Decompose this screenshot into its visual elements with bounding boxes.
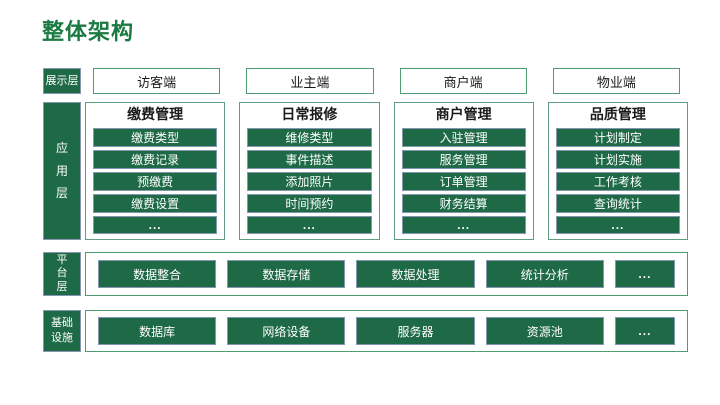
application-layer-row: 应用层 缴费管理 缴费类型 缴费记录 预缴费 缴费设置 ... 日常报修 维修类… (43, 102, 689, 240)
module-column-repair: 日常报修 维修类型 事件描述 添加照片 时间预约 ... (239, 102, 380, 240)
platform-item: 统计分析 (485, 260, 604, 288)
module-column-header: 品质管理 (589, 106, 646, 122)
module-column-header: 日常报修 (281, 106, 338, 122)
module-item: 工作考核 (555, 172, 681, 191)
client-box-merchant: 商户端 (399, 68, 527, 94)
application-layer-content: 缴费管理 缴费类型 缴费记录 预缴费 缴费设置 ... 日常报修 维修类型 事件… (85, 102, 689, 240)
display-layer-content: 访客端 业主端 商户端 物业端 (85, 68, 688, 94)
application-layer-badge: 应用层 (43, 102, 82, 240)
module-item: 查询统计 (555, 194, 681, 213)
module-item: 缴费类型 (93, 128, 218, 147)
infrastructure-item-more: ... (614, 317, 675, 345)
module-item: 添加照片 (247, 172, 372, 191)
module-item-more: ... (555, 216, 681, 234)
module-item: 缴费记录 (93, 150, 218, 169)
platform-layer-row: 平台层 数据整合 数据存储 数据处理 统计分析 ... (43, 252, 688, 296)
module-column-merchant: 商户管理 入驻管理 服务管理 订单管理 财务结算 ... (393, 102, 534, 240)
module-item: 计划制定 (555, 128, 681, 147)
module-item: 缴费设置 (93, 194, 218, 213)
module-item: 时间预约 (247, 194, 372, 213)
module-column-payment: 缴费管理 缴费类型 缴费记录 预缴费 缴费设置 ... (85, 102, 226, 240)
infrastructure-item: 数据库 (98, 317, 217, 345)
infrastructure-layer-content: 数据库 网络设备 服务器 资源池 ... (85, 310, 688, 352)
module-item-more: ... (401, 216, 526, 234)
display-layer-row: 展示层 访客端 业主端 商户端 物业端 (43, 68, 688, 94)
client-box-property: 物业端 (552, 68, 680, 94)
infrastructure-item: 资源池 (485, 317, 604, 345)
infrastructure-item: 服务器 (356, 317, 475, 345)
infrastructure-item: 网络设备 (227, 317, 346, 345)
module-item: 服务管理 (401, 150, 526, 169)
module-item-more: ... (247, 216, 372, 234)
module-column-quality: 品质管理 计划制定 计划实施 工作考核 查询统计 ... (547, 102, 689, 240)
module-item: 财务结算 (401, 194, 526, 213)
platform-item: 数据整合 (98, 260, 217, 288)
module-item: 维修类型 (247, 128, 372, 147)
module-column-header: 缴费管理 (127, 106, 184, 122)
client-box-owner: 业主端 (246, 68, 374, 94)
page-title: 整体架构 (42, 19, 135, 44)
module-item: 计划实施 (555, 150, 681, 169)
infrastructure-layer-badge: 基础设施 (43, 310, 81, 352)
infrastructure-layer-row: 基础设施 数据库 网络设备 服务器 资源池 ... (43, 310, 688, 352)
module-item-more: ... (93, 216, 218, 234)
platform-layer-content: 数据整合 数据存储 数据处理 统计分析 ... (85, 252, 688, 296)
client-box-visitor: 访客端 (93, 68, 221, 94)
platform-item: 数据处理 (356, 260, 475, 288)
platform-item: 数据存储 (227, 260, 346, 288)
platform-item-more: ... (614, 260, 675, 288)
display-layer-badge: 展示层 (43, 68, 81, 94)
module-item: 订单管理 (401, 172, 526, 191)
module-item: 事件描述 (247, 150, 372, 169)
module-item: 入驻管理 (401, 128, 526, 147)
platform-layer-badge: 平台层 (43, 252, 81, 296)
module-item: 预缴费 (93, 172, 218, 191)
module-column-header: 商户管理 (435, 106, 492, 122)
